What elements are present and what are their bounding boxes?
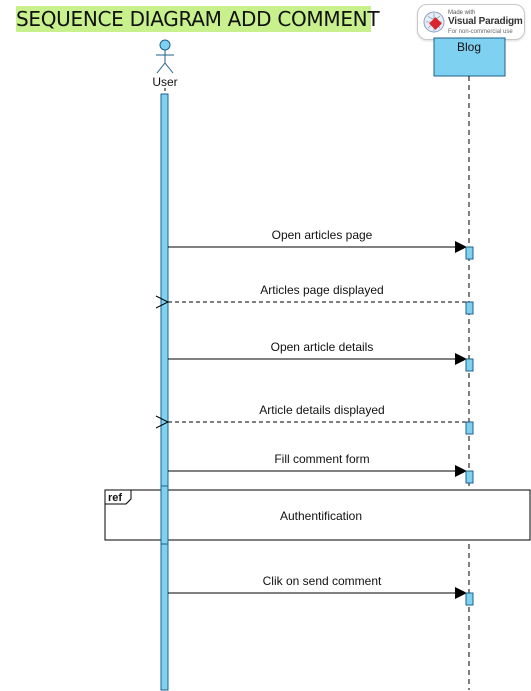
ref-frame [104,489,531,541]
visual-paradigm-logo-icon [423,11,445,33]
message-label: Article details displayed [259,403,384,417]
actor-head [159,39,171,51]
diagram-title: SEQUENCE DIAGRAM ADD COMMENT [16,6,380,32]
message-4: Article details displayed [168,403,474,435]
watermark-made-with: Made with [448,10,476,16]
user-actor: User [152,39,178,89]
watermark-note: For non-commercial use [448,29,513,35]
message-label: Open articles page [272,228,373,242]
message-label: Articles page displayed [260,283,383,297]
message-label: Open article details [271,340,374,354]
ref-label: Authentification [280,509,362,523]
message-label: Clik on send comment [263,574,382,588]
watermark-brand: Visual Paradigm [448,16,523,27]
user-lifeline-label: User [152,75,177,89]
blog-activation-bar [465,358,474,372]
user-activation-bar-overlap [160,485,169,545]
blog-lifeline-label: Blog [457,40,481,54]
message-3: Open article details [168,340,474,372]
message-6: Clik on send comment [168,574,474,606]
message-label: Fill comment form [274,452,369,466]
message-1: Open articles page [168,228,474,260]
blog-activation-bar [465,592,474,606]
message-2: Articles page displayed [168,283,474,315]
ref-tag-box [104,489,132,505]
blog-activation-bar [465,470,474,484]
user-activation-bar [160,93,169,691]
ref-tag-label: ref [108,492,122,504]
blog-activation-bar [465,421,474,435]
blog-lifeline-head [433,37,506,77]
visual-paradigm-watermark: Made with Visual Paradigm For non-commer… [417,4,525,40]
ref-fragment: ref Authentification [104,489,531,541]
blog-activation-bar [465,301,474,315]
blog-activation-bar [465,246,474,260]
message-5: Fill comment form [168,452,474,484]
